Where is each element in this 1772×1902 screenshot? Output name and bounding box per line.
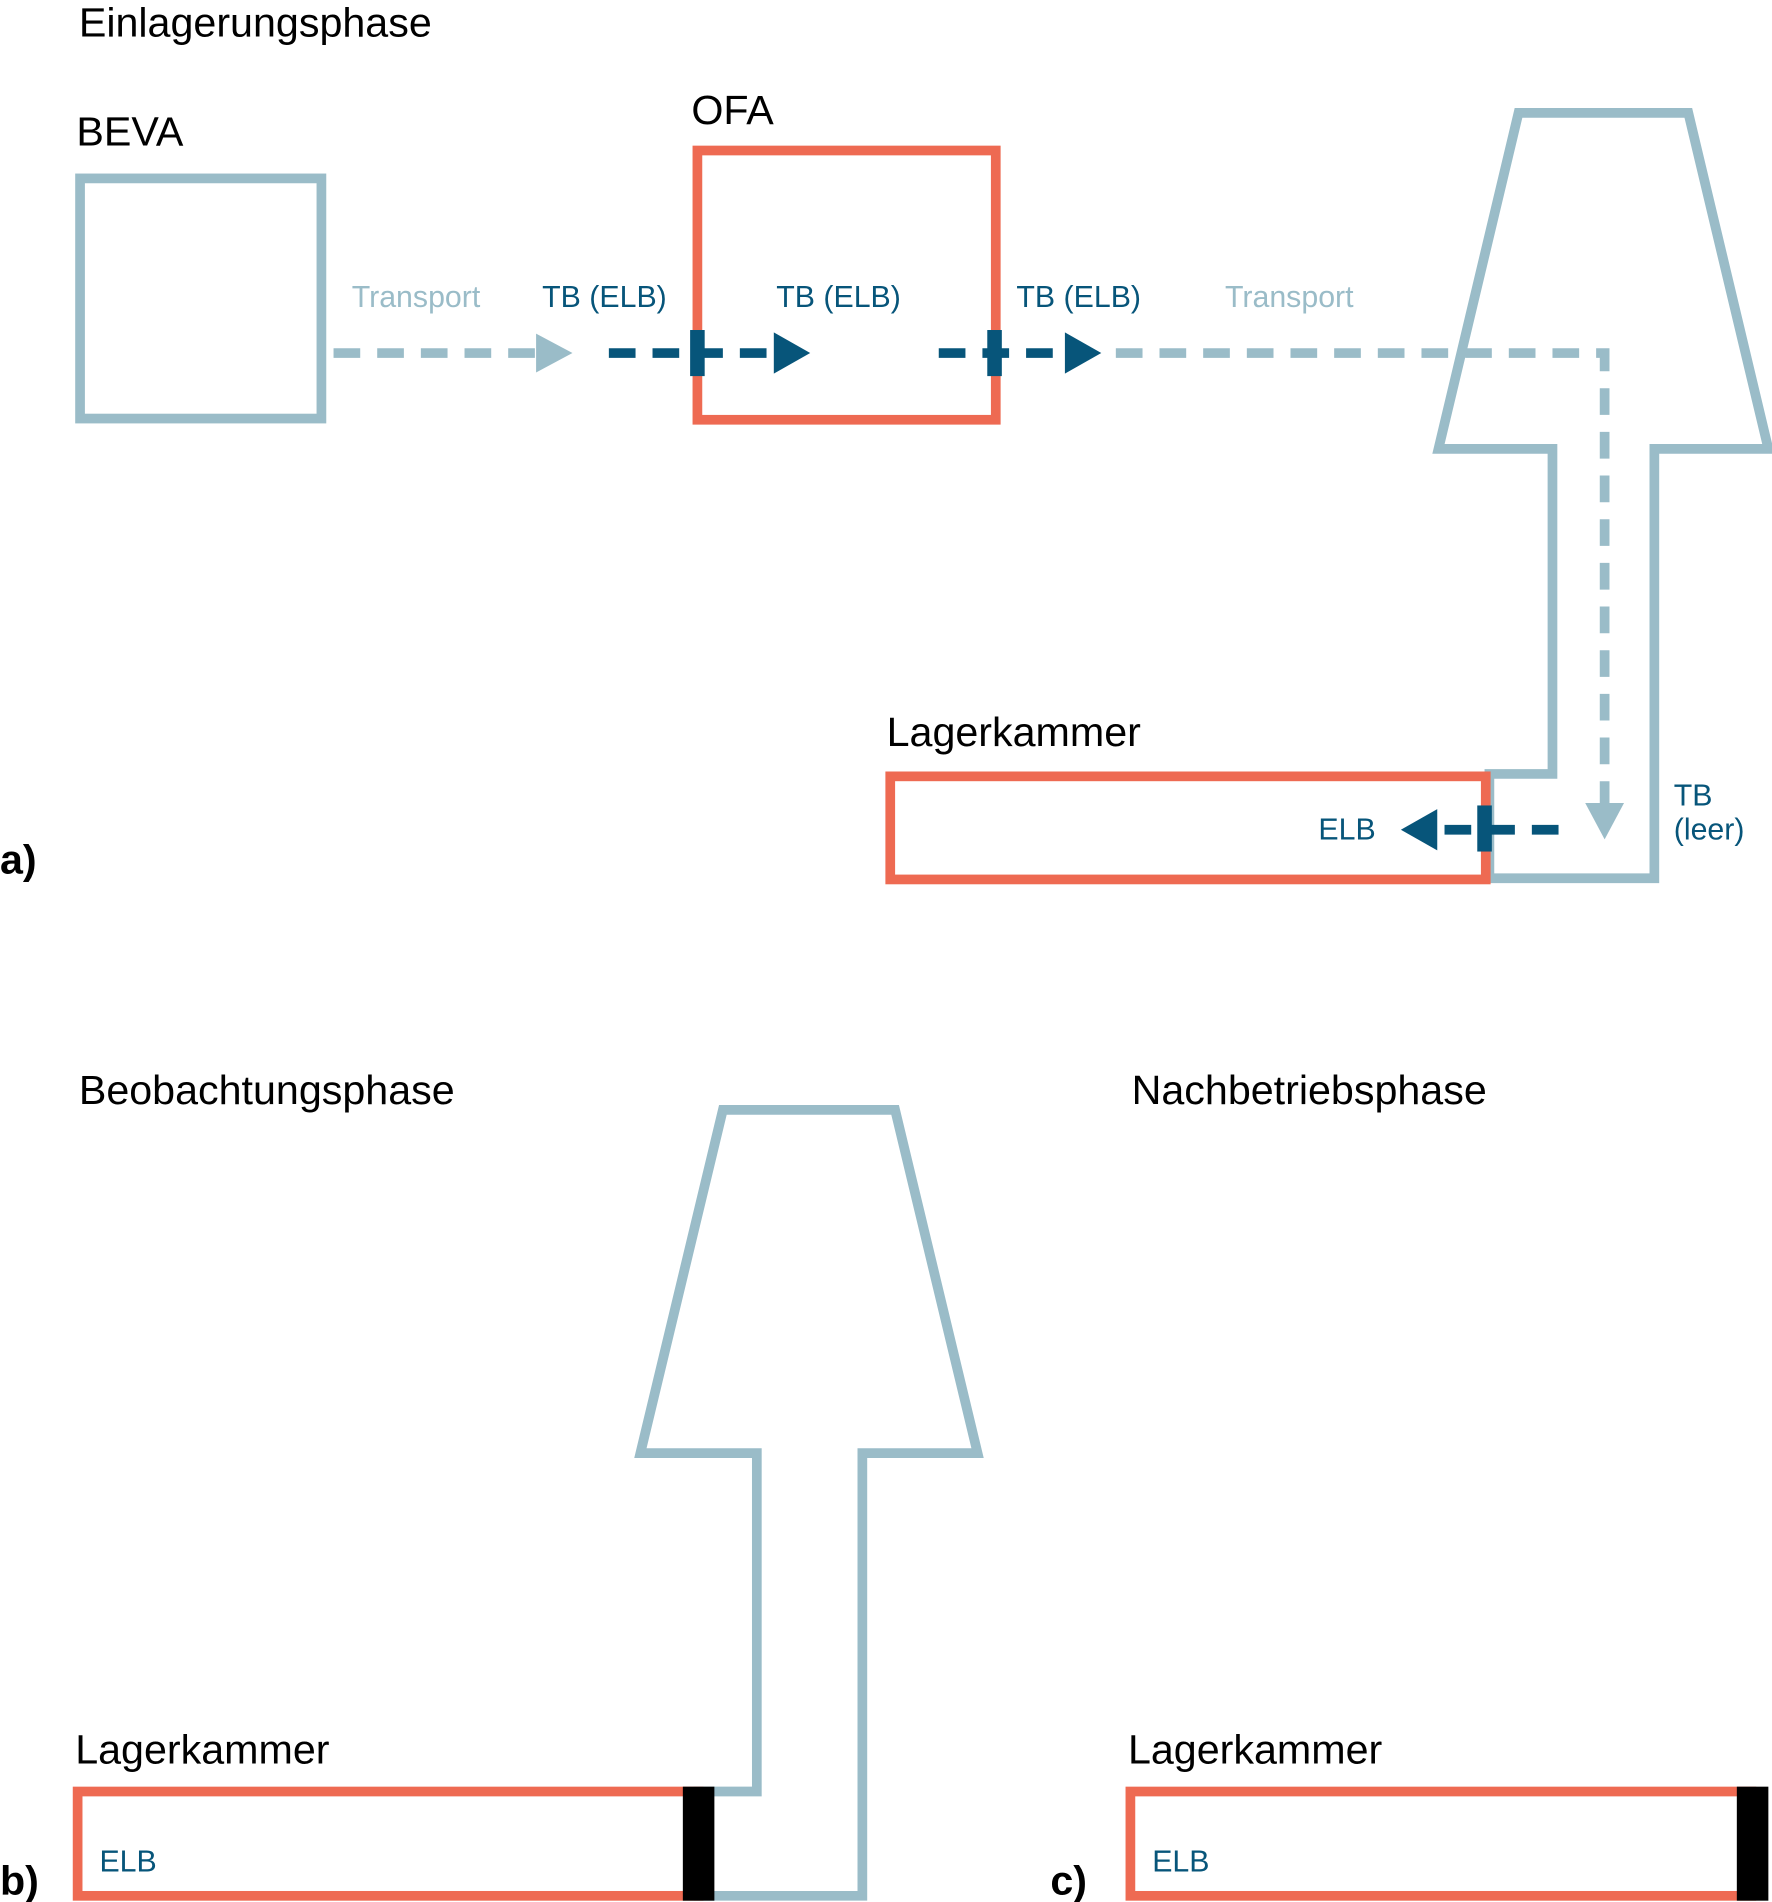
ofa-gate-right	[987, 330, 1002, 377]
seal-plug-b	[682, 1786, 715, 1901]
tb-leer-label-line2: (leer)	[1674, 813, 1745, 846]
chamber-gate-a	[1477, 805, 1492, 852]
elb-label-b: ELB	[99, 1846, 156, 1879]
tb-elb-label-1: TB (ELB)	[542, 281, 667, 314]
transport-arrow-head-left	[536, 333, 573, 373]
panel-a-title: Einlagerungsphase	[79, 0, 432, 45]
panel-c-title: Nachbetriebsphase	[1132, 1067, 1487, 1113]
tb-arrow-head-out	[1064, 332, 1102, 374]
ofa-gate-left	[690, 330, 705, 377]
lagerkammer-label-b: Lagerkammer	[75, 1727, 330, 1773]
shaft-outline-b	[634, 1105, 984, 1901]
transport-label-right: Transport	[1225, 281, 1354, 314]
tb-elb-label-3: TB (ELB)	[1016, 281, 1141, 314]
panel-c: Nachbetriebsphase c) Lagerkammer ELB	[1050, 1067, 1769, 1902]
ofa-label: OFA	[691, 87, 774, 133]
panel-a: Einlagerungsphase a) BEVA OFA Transport …	[0, 0, 1772, 885]
seal-plug-c	[1736, 1786, 1769, 1901]
transport-arrow-head-down	[1585, 803, 1625, 840]
beva-box	[75, 173, 327, 424]
panel-c-label: c)	[1050, 1858, 1087, 1902]
tb-elb-label-2: TB (ELB)	[776, 281, 901, 314]
transport-arrow-line-right	[1115, 348, 1610, 807]
elb-arrow-head	[1400, 809, 1438, 851]
ofa-box	[692, 145, 1001, 425]
lagerkammer-box-c	[1125, 1786, 1757, 1901]
elb-label-c: ELB	[1152, 1846, 1209, 1879]
panel-b-label: b)	[0, 1858, 39, 1902]
panel-a-label: a)	[0, 836, 37, 882]
lagerkammer-box-a	[885, 771, 1491, 885]
transport-label-left: Transport	[352, 281, 481, 314]
lagerkammer-label-c: Lagerkammer	[1128, 1727, 1383, 1773]
tb-leer-label-line1: TB	[1674, 779, 1713, 812]
elb-label-a: ELB	[1318, 813, 1375, 846]
lagerkammer-box-b	[72, 1786, 704, 1901]
beva-label: BEVA	[76, 109, 183, 155]
panel-b: Beobachtungsphase b) Lagerkammer ELB	[0, 1067, 984, 1902]
lagerkammer-label-a: Lagerkammer	[887, 709, 1142, 755]
tb-arrow-head-in	[773, 332, 811, 374]
panel-b-title: Beobachtungsphase	[79, 1067, 455, 1113]
